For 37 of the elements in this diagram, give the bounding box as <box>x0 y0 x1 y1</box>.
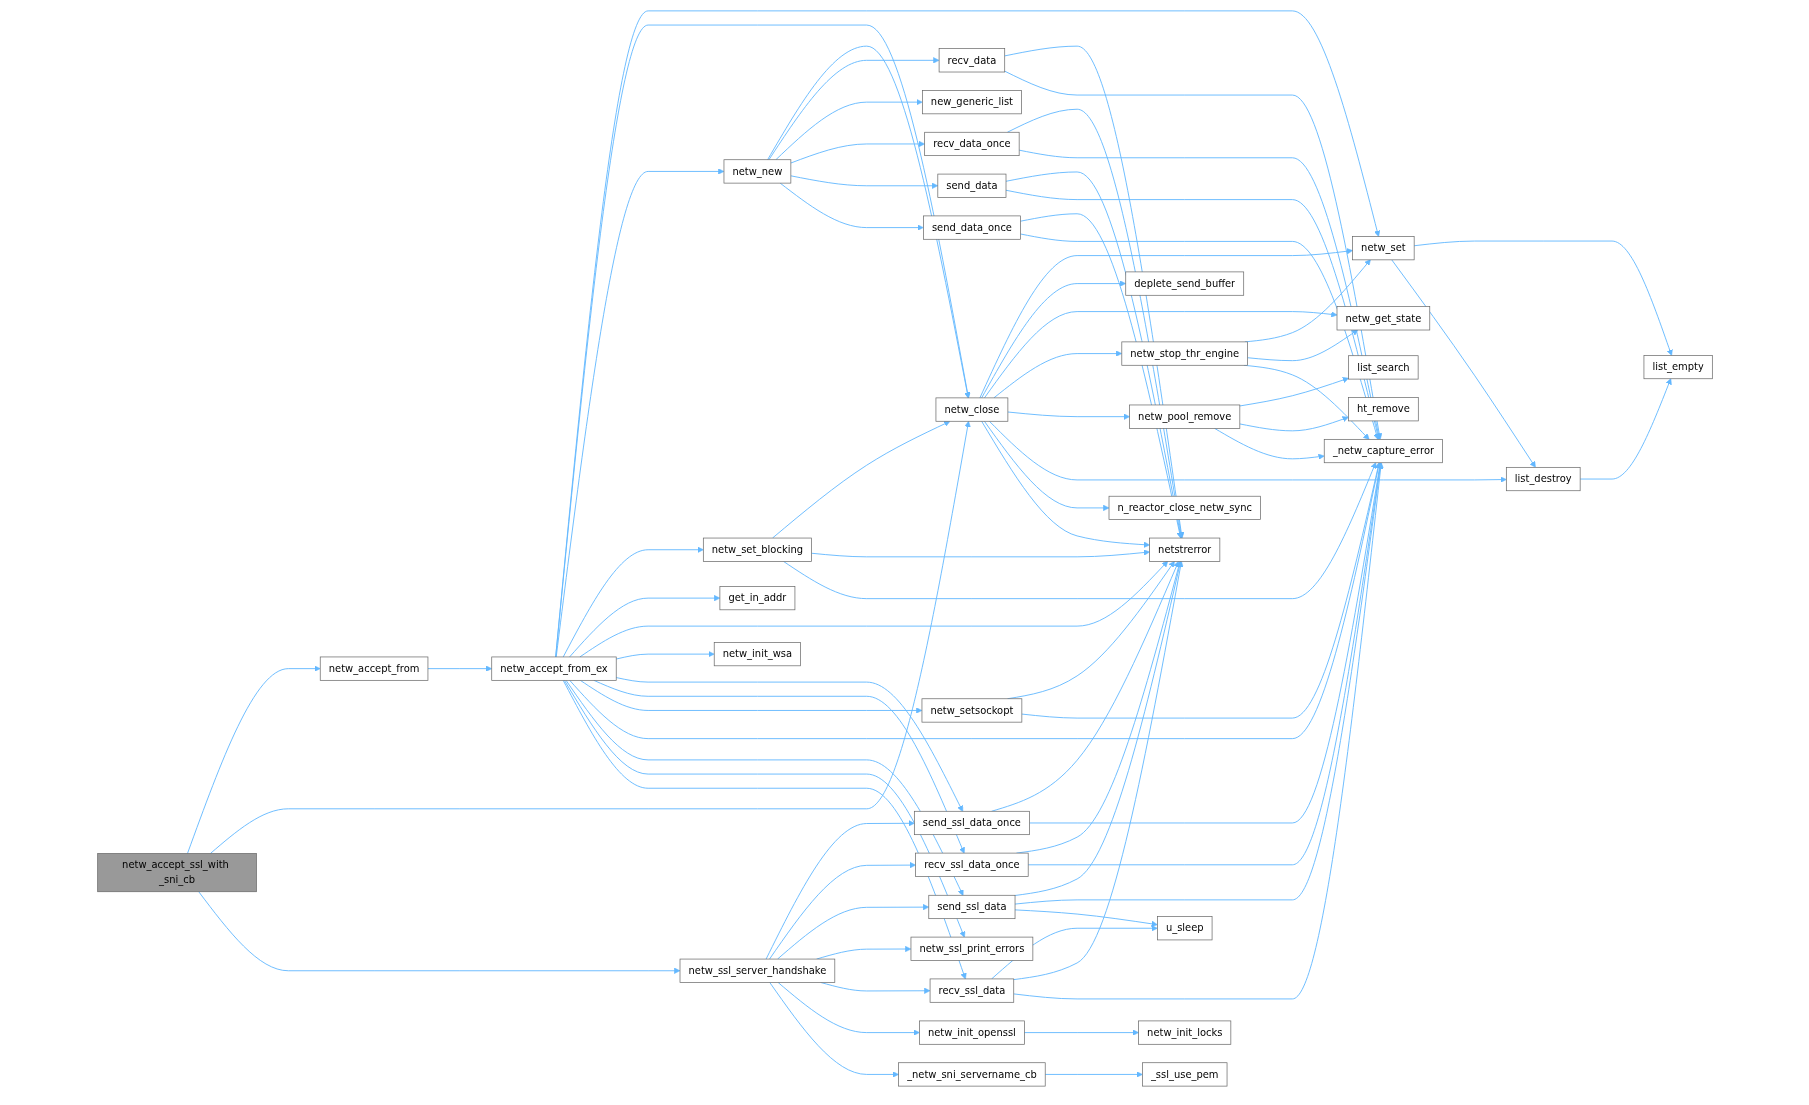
node-box: netw_setsockopt <box>921 698 1022 723</box>
node-box: recv_data_once <box>923 131 1019 156</box>
node-box: new_generic_list <box>921 90 1022 115</box>
node-box: netw_set_blocking <box>702 537 812 562</box>
node-box: list_destroy <box>1505 467 1580 492</box>
node-box: netw_close <box>935 397 1008 422</box>
node-box: deplete_send_buffer <box>1124 271 1244 296</box>
node-box: netw_ssl_server_handshake <box>679 958 835 983</box>
node-box: n_reactor_close_netw_sync <box>1108 495 1261 520</box>
node-box: netw_new <box>723 159 791 184</box>
node-box: netw_init_wsa <box>713 642 801 667</box>
node-box: recv_ssl_data <box>929 978 1014 1003</box>
node-box: netw_get_state <box>1336 306 1430 331</box>
node-box: netw_init_openssl <box>918 1020 1025 1045</box>
node-box: netw_init_locks <box>1137 1020 1231 1045</box>
node-box: send_data_once <box>922 215 1021 240</box>
node-box: netw_accept_from_ex <box>490 656 617 681</box>
node-box: recv_data <box>938 48 1005 73</box>
node-box: netw_pool_remove <box>1128 404 1240 429</box>
node-box: netw_ssl_print_errors <box>910 936 1033 961</box>
node-box: send_ssl_data_once <box>913 810 1030 836</box>
node-box: recv_ssl_data_once <box>914 852 1029 877</box>
node-box: _netw_capture_error <box>1323 439 1443 464</box>
node-box: netw_set <box>1351 236 1414 261</box>
node-box: ht_remove <box>1347 397 1419 422</box>
node-box: netw_accept_from <box>319 656 428 681</box>
node-box: get_in_addr <box>719 586 795 611</box>
node-box: u_sleep <box>1156 916 1212 941</box>
node-box: list_search <box>1347 355 1418 380</box>
node-box: netw_stop_thr_engine <box>1120 341 1248 366</box>
node-box: send_data <box>936 173 1006 198</box>
node-box: netstrerror <box>1148 537 1220 562</box>
node-box: _ssl_use_pem <box>1141 1062 1227 1087</box>
node-box: send_ssl_data <box>927 894 1015 920</box>
node-box: _netw_sni_servername_cb <box>897 1062 1046 1087</box>
node-box: list_empty <box>1643 355 1713 380</box>
node-box: netw_accept_ssl_with _sni_cb <box>96 853 257 893</box>
